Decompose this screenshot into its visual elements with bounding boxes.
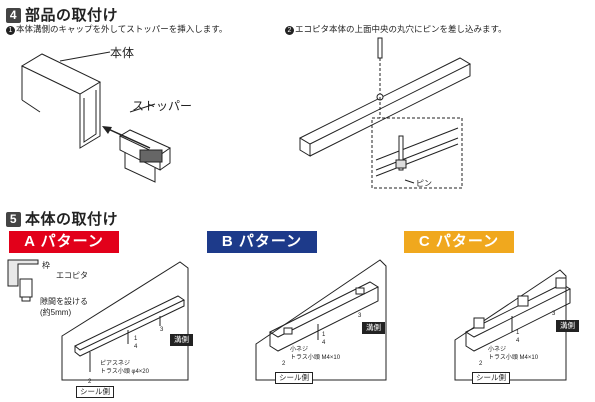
pattern-b-screw-spec: トラス小頭 M4×10 bbox=[290, 355, 341, 361]
bar-with-pin-illustration bbox=[298, 37, 472, 189]
pattern-a-seal-side: シール側 bbox=[76, 386, 114, 398]
pattern-b-num-3: 3 bbox=[358, 313, 362, 319]
pattern-b-header: B パターン bbox=[207, 231, 317, 253]
section-4-title: 4 部品の取付け bbox=[6, 4, 118, 25]
step-2-text: エコピタ本体の上面中央の丸穴にピンを差し込みます。 bbox=[295, 24, 507, 34]
pattern-a-header: A パターン bbox=[9, 231, 119, 253]
pattern-a-num-1: 1 bbox=[134, 336, 138, 342]
pattern-a-num-4: 4 bbox=[134, 344, 138, 350]
insert-arrow bbox=[102, 126, 151, 149]
pattern-b-illustration bbox=[255, 259, 387, 381]
section-4-heading: 部品の取付け bbox=[25, 7, 119, 24]
pattern-a-screw-spec: トラス小頭 φ4×20 bbox=[100, 369, 149, 375]
body-profile-illustration bbox=[20, 51, 111, 149]
pattern-b-num-4: 4 bbox=[322, 340, 326, 346]
pattern-a-gap-label: 隙間を設ける bbox=[40, 297, 88, 306]
pattern-c-header: C パターン bbox=[404, 231, 514, 253]
pattern-a-num-3: 3 bbox=[160, 327, 164, 333]
pattern-c-num-3: 3 bbox=[552, 311, 556, 317]
pattern-a-num-2: 2 bbox=[88, 379, 92, 385]
stopper-label: ストッパー bbox=[132, 99, 193, 113]
pattern-a-screw-name: ピアスネジ bbox=[100, 361, 131, 367]
stopper-illustration bbox=[118, 103, 172, 183]
section-5-heading: 本体の取付け bbox=[25, 211, 119, 228]
pattern-c-num-1: 1 bbox=[516, 330, 520, 336]
pattern-c-illustration bbox=[454, 269, 572, 381]
pattern-a-ecopita-label: エコピタ bbox=[56, 271, 88, 280]
step-2-number: 2 bbox=[285, 26, 294, 35]
step-1-text: 本体溝側のキャップを外してストッパーを挿入します。 bbox=[16, 24, 228, 34]
pattern-c-screw-spec: トラス小頭 M4×10 bbox=[488, 355, 539, 361]
pattern-a-groove-side: 溝側 bbox=[170, 334, 193, 346]
pattern-c-num-4: 4 bbox=[516, 338, 520, 344]
pattern-b-num-2: 2 bbox=[282, 361, 286, 367]
pattern-a-illustration bbox=[7, 259, 189, 381]
section-4-number: 4 bbox=[6, 8, 21, 23]
body-label: 本体 bbox=[110, 46, 135, 60]
pattern-b-groove-side: 溝側 bbox=[362, 322, 385, 334]
pattern-a-frame-label: 枠 bbox=[42, 261, 50, 270]
pattern-c-screw-name: 小ネジ bbox=[488, 347, 507, 353]
pin-label: ピン bbox=[416, 179, 432, 188]
step-1-number: 1 bbox=[6, 26, 15, 35]
pattern-a-gap-size: (約5mm) bbox=[40, 308, 72, 317]
pattern-b-screw-name: 小ネジ bbox=[290, 347, 309, 353]
pattern-b-seal-side: シール側 bbox=[275, 372, 313, 384]
section-5-title: 5 本体の取付け bbox=[6, 208, 118, 229]
section-5-number: 5 bbox=[6, 212, 21, 227]
pattern-c-num-2: 2 bbox=[479, 361, 483, 367]
pattern-c-seal-side: シール側 bbox=[472, 372, 510, 384]
pattern-c-groove-side: 溝側 bbox=[556, 320, 579, 332]
pattern-b-num-1: 1 bbox=[322, 332, 326, 338]
